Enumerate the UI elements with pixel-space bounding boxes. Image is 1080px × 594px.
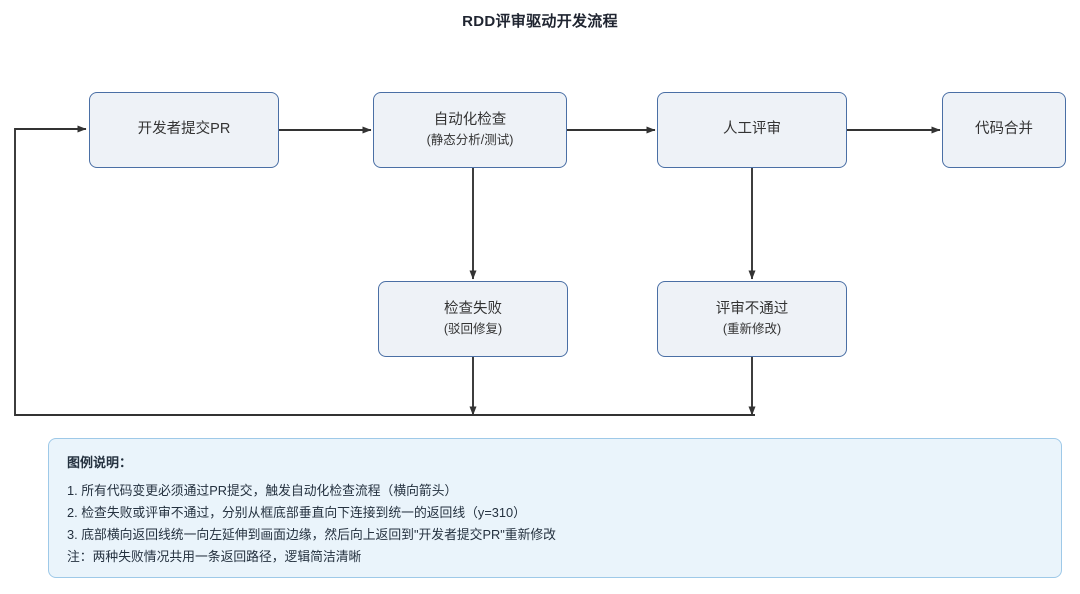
legend-line: 注：两种失败情况共用一条返回路径，逻辑简洁清晰 bbox=[67, 549, 362, 564]
node-submit-pr-title: 开发者提交PR bbox=[137, 121, 231, 138]
node-manual-review-title: 人工评审 bbox=[723, 121, 781, 138]
legend-line: 1. 所有代码变更必须通过PR提交，触发自动化检查流程（横向箭头） bbox=[67, 483, 458, 498]
edge-return-loop-to-submit-pr bbox=[14, 125, 755, 416]
page-title: RDD评审驱动开发流程 bbox=[462, 13, 618, 30]
node-auto-check-title: 自动化检查 bbox=[433, 112, 507, 129]
node-manual-review[interactable]: 人工评审 bbox=[657, 92, 847, 168]
node-submit-pr[interactable]: 开发者提交PR bbox=[89, 92, 279, 168]
legend-line: 2. 检查失败或评审不通过，分别从框底部垂直向下连接到统一的返回线（y=310） bbox=[67, 505, 526, 520]
node-review-fail[interactable]: 评审不通过 (重新修改) bbox=[657, 281, 847, 357]
node-review-fail-subtitle: (重新修改) bbox=[722, 322, 782, 337]
node-auto-check-subtitle: (静态分析/测试) bbox=[426, 133, 514, 148]
legend-panel: 图例说明： 1. 所有代码变更必须通过PR提交，触发自动化检查流程（横向箭头） … bbox=[48, 438, 1062, 578]
node-check-fail-subtitle: (驳回修复) bbox=[443, 322, 503, 337]
node-auto-check[interactable]: 自动化检查 (静态分析/测试) bbox=[373, 92, 567, 168]
node-check-fail-title: 检查失败 bbox=[444, 301, 502, 318]
legend-line: 3. 底部横向返回线统一向左延伸到画面边缘，然后向上返回到"开发者提交PR"重新… bbox=[67, 527, 556, 542]
node-review-fail-title: 评审不通过 bbox=[715, 301, 789, 318]
node-check-fail[interactable]: 检查失败 (驳回修复) bbox=[378, 281, 568, 357]
node-code-merge[interactable]: 代码合并 bbox=[942, 92, 1066, 168]
legend-title: 图例说明： bbox=[67, 455, 133, 470]
node-code-merge-title: 代码合并 bbox=[975, 121, 1033, 138]
